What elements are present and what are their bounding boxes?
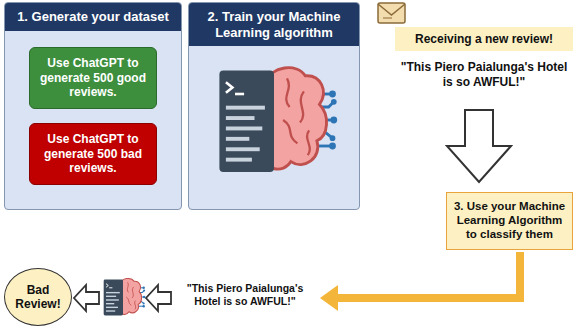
review-quote: "This Piero Paialunga's Hotel is so AWFU… bbox=[396, 60, 572, 90]
panel-heading: 1. Generate your dataset bbox=[5, 3, 181, 31]
left-arrow bbox=[74, 285, 99, 311]
stage-panel: 2. Train your Machine Learning algorithm bbox=[188, 2, 360, 210]
process-box: Use ChatGPT to generate 500 bad reviews. bbox=[29, 123, 157, 185]
header-band: Receiving a new review! bbox=[395, 27, 573, 51]
process-box: Use ChatGPT to generate 500 good reviews… bbox=[29, 47, 157, 109]
box-text: 3. Use your Machine Learning Algorithm t… bbox=[447, 200, 572, 241]
review-quote: "This Piero Paialunga's Hotel is so AWFU… bbox=[174, 282, 316, 308]
envelope-icon bbox=[378, 3, 405, 23]
box-text: Use ChatGPT to generate 500 bad reviews. bbox=[30, 132, 156, 175]
panel-heading: 2. Train your Machine Learning algorithm bbox=[189, 3, 359, 46]
down-arrow bbox=[447, 110, 511, 182]
box-text: Receiving a new review! bbox=[409, 32, 559, 46]
result-circle: Bad Review! bbox=[4, 268, 72, 326]
stage-panel: 1. Generate your datasetUse ChatGPT to g… bbox=[4, 2, 182, 210]
box-text: Bad Review! bbox=[5, 283, 71, 312]
left-arrow bbox=[146, 285, 171, 311]
ml-illustration bbox=[209, 55, 339, 185]
yellow-flow-arrow bbox=[320, 252, 520, 311]
box-text: Use ChatGPT to generate 500 good reviews… bbox=[30, 56, 156, 99]
process-box: 3. Use your Machine Learning Algorithm t… bbox=[446, 192, 573, 250]
ml-icon bbox=[104, 278, 146, 315]
